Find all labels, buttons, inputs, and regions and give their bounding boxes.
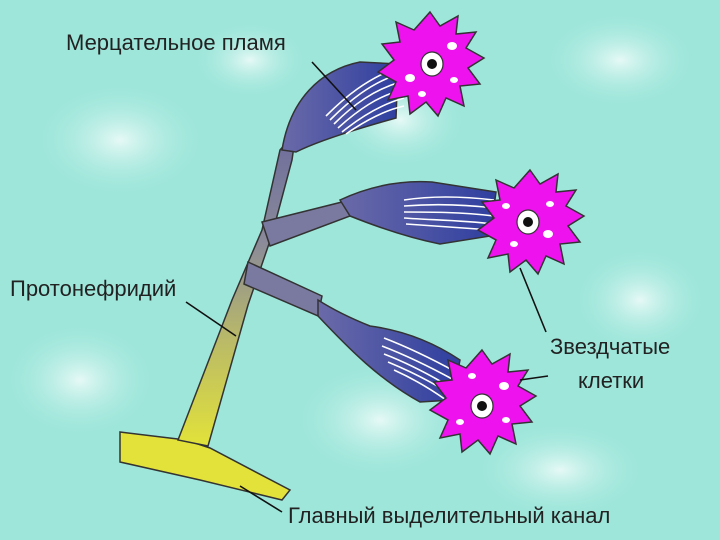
label-flame: Мерцательное пламя bbox=[66, 30, 286, 55]
leader-protonephridium bbox=[185, 301, 237, 337]
label-stellate-line2: клетки bbox=[578, 368, 645, 393]
leader-flame bbox=[311, 61, 357, 111]
leader-stellate-b bbox=[519, 375, 549, 381]
cilia-flame-middle bbox=[403, 196, 495, 231]
stellate-cell-top bbox=[376, 10, 486, 118]
leader-main-canal bbox=[239, 485, 283, 513]
label-main-canal: Главный выделительный канал bbox=[288, 503, 611, 528]
flame-bulb-lower bbox=[317, 298, 461, 403]
leader-stellate-a bbox=[519, 267, 547, 333]
label-protonephridium: Протонефридий bbox=[10, 276, 177, 301]
label-stellate-line1: Звездчатые bbox=[550, 334, 671, 359]
stellate-cell-lower bbox=[428, 348, 538, 456]
stellate-cell-middle bbox=[476, 168, 586, 276]
